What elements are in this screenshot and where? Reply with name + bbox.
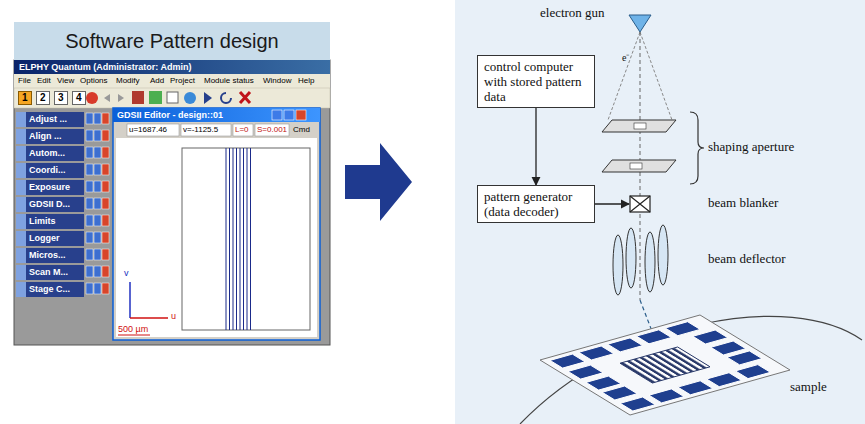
panel-item: Coordi... [16,163,84,178]
part-label: electron gun [540,6,605,21]
flow-arrow [345,143,412,221]
node-text: Limits [29,214,84,229]
process-box: control computer with stored pattern dat… [477,55,595,108]
menu-item: File [18,76,31,85]
axis-label: v [124,268,129,278]
part-label: shaping aperture [708,140,794,155]
node-text: control computer with stored pattern dat… [484,59,588,104]
panel-item: Limits [16,214,84,229]
node-text: Micros... [29,248,84,263]
panel-item: Adjust ... [16,112,84,127]
toolbar-button: 3 [54,91,68,105]
node-text: Adjust ... [29,112,84,127]
node-text: Software Pattern design [65,30,278,53]
panel-item: Autom... [16,146,84,161]
node-text: Coordi... [29,163,84,178]
node-text: GDSII D... [29,197,84,212]
node-text: pattern generator (data decoder) [484,189,588,219]
node-text: Autom... [29,146,84,161]
panel-item: GDSII D... [16,197,84,212]
panel-item: Logger [16,231,84,246]
axis-label: u [171,311,176,321]
menu-item: Module status [204,76,254,85]
part-label: beam deflector [708,252,786,267]
status-field: u=1687.46 [129,125,167,134]
menu-item: Edit [37,76,51,85]
node-text: Scan M... [29,265,84,280]
part-label: sample [790,380,827,395]
panel-item: Micros... [16,248,84,263]
status-field: Cmd [293,125,310,134]
menu-item: Project [170,76,195,85]
toolbar-button: 1 [18,91,32,105]
menu-item: Window [263,76,291,85]
menu-item: View [57,76,74,85]
status-field: L=0 [235,125,249,134]
toolbar-button: 4 [72,91,86,105]
scale-label: 500 µm [118,324,148,334]
menu-item: Help [298,76,314,85]
editor-window: GDSII Editor - design::01 [113,108,320,340]
node-text: GDSII Editor - design::01 [113,108,320,122]
panel-item: Scan M... [16,265,84,280]
ebl-schematic [455,0,865,424]
status-field: S=0.001 [257,125,287,134]
panel-item: Stage C... [16,282,84,297]
title-banner: Software Pattern design [14,22,330,60]
node-text: Exposure [29,180,84,195]
node-text: Logger [29,231,84,246]
menu-item: Options [80,76,108,85]
menu-item: Modify [116,76,140,85]
control-arrow [595,203,629,204]
node-text: Stage C... [29,282,84,297]
panel-item: Exposure [16,180,84,195]
panel-item: Align ... [16,129,84,144]
node-text: ELPHY Quantum (Administrator: Admin) [14,60,330,74]
software-window [14,22,330,345]
particle-label: e⁻ [622,52,629,64]
process-box: pattern generator (data decoder) [477,185,595,223]
part-label: beam blanker [708,196,778,211]
menu-item: Add [150,76,164,85]
toolbar-button: 2 [36,91,50,105]
node-text: Align ... [29,129,84,144]
connector [535,108,536,185]
status-field: v=-1125.5 [183,125,218,134]
